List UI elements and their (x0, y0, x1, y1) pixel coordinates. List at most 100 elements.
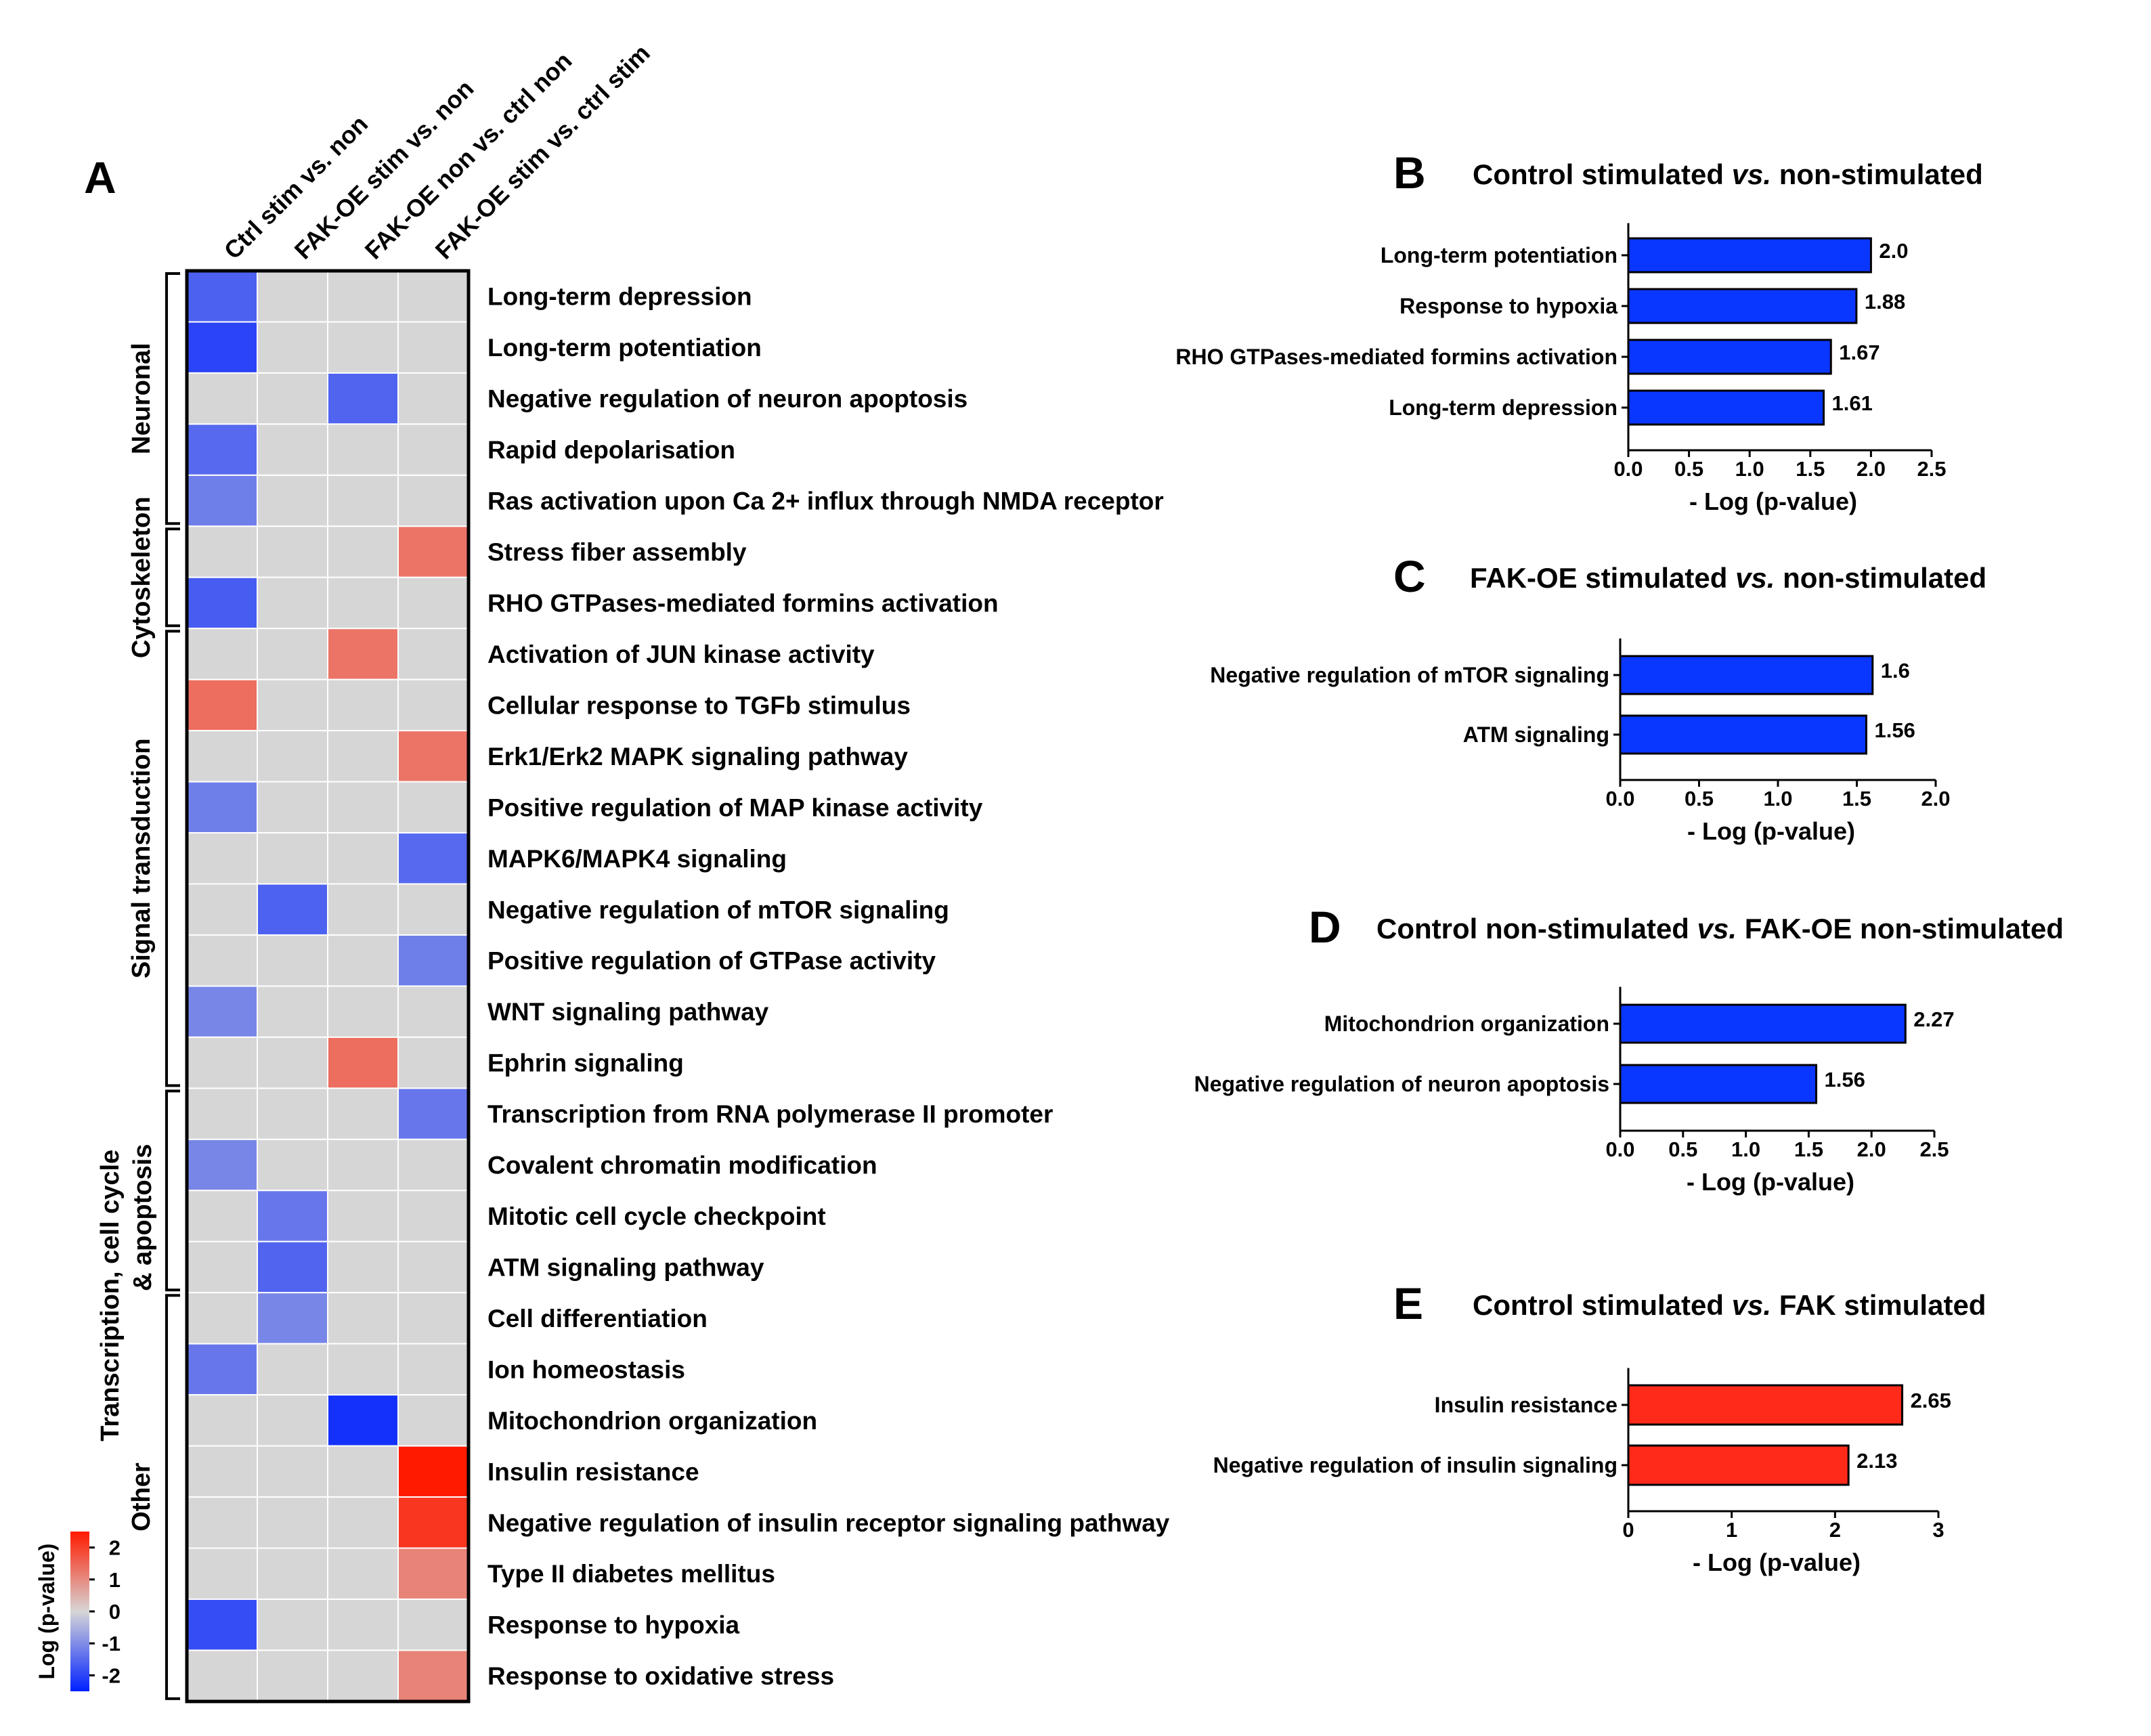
panel-title-part: Control stimulated (1473, 1289, 1732, 1321)
bar-value-label: 1.88 (1865, 290, 1905, 313)
heatmap-row-label: Mitochondrion organization (487, 1407, 817, 1435)
heatmap-cell (397, 832, 469, 885)
heatmap-cell (186, 781, 258, 834)
heatmap-row-label: Covalent chromatin modification (487, 1152, 877, 1179)
bar (1627, 339, 1832, 375)
heatmap-row-label: Long-term depression (487, 283, 752, 311)
heatmap-cell (257, 372, 328, 425)
heatmap-row-label: Ras activation upon Ca 2+ influx through… (487, 487, 1164, 515)
heatmap-cell (186, 628, 258, 680)
x-tick-label: 1.5 (1796, 457, 1825, 481)
heatmap-row-label: Mitotic cell cycle checkpoint (487, 1202, 826, 1230)
heatmap-row-label: ATM signaling pathway (487, 1253, 764, 1281)
colorbar-title: Log (p-value) (35, 1544, 59, 1680)
panel-title: Control non-stimulated vs. FAK-OE non-st… (1376, 913, 2064, 945)
panel-title-part: FAK stimulated (1771, 1289, 1986, 1321)
bar-value-label: 1.56 (1874, 718, 1915, 742)
panel-title: Control stimulated vs. non-stimulated (1473, 158, 1983, 190)
heatmap-cell (186, 576, 258, 630)
heatmap-cell (397, 1240, 469, 1294)
heatmap-cell (397, 423, 469, 476)
group-label: Signal transduction (127, 738, 156, 978)
x-tick-label: 0.0 (1613, 457, 1643, 481)
x-axis-title: - Log (p-value) (1689, 487, 1857, 515)
heatmap-cell (397, 678, 469, 732)
heatmap-cell (327, 678, 399, 732)
colorbar-ticks: 210-1-2 (89, 1536, 121, 1687)
heatmap-cell (397, 883, 469, 936)
bar-category-label: Long-term depression (1389, 395, 1617, 420)
x-tick-label: 1.5 (1842, 787, 1871, 810)
heatmap-cell (397, 628, 469, 680)
heatmap-row-label: Activation of JUN kinase activity (487, 641, 875, 668)
heatmap-cell (327, 321, 399, 374)
x-tick-label: 0.0 (1605, 1137, 1634, 1161)
bar-category-label: ATM signaling (1463, 722, 1609, 747)
heatmap-cell (327, 372, 399, 425)
heatmap-cell (397, 1343, 469, 1396)
heatmap-cell (327, 1240, 399, 1294)
heatmap-cell (257, 1598, 328, 1651)
heatmap-row-label: Positive regulation of GTPase activity (487, 947, 936, 975)
heatmap-row-label: Cellular response to TGFb stimulus (487, 691, 911, 719)
heatmap-cell (257, 1496, 328, 1549)
heatmap-row-label: Negative regulation of neuron apoptosis (487, 385, 968, 413)
heatmap-cell (257, 985, 328, 1038)
heatmap-cell (257, 1087, 328, 1140)
heatmap-cell (397, 1394, 469, 1447)
heatmap-row-label: Rapid depolarisation (487, 436, 735, 464)
heatmap-cell (186, 1190, 258, 1242)
bar-category-label: RHO GTPases-mediated formins activation (1175, 345, 1617, 369)
heatmap-cell (257, 934, 328, 987)
heatmap-row-label: RHO GTPases-mediated formins activation (487, 589, 999, 617)
heatmap-cell (327, 1496, 399, 1549)
heatmap-cell (327, 934, 399, 987)
heatmap-cell (257, 1547, 328, 1600)
panel-letter: C (1393, 551, 1426, 601)
heatmap-cell (397, 1190, 469, 1242)
bar (1619, 1064, 1818, 1104)
panel-a-letter: A (84, 152, 116, 202)
heatmap-cell (397, 1496, 469, 1549)
heatmap-cell (327, 730, 399, 783)
heatmap-cell (327, 1598, 399, 1651)
panel-letter: B (1393, 148, 1426, 198)
heatmap-cell (257, 1394, 328, 1447)
panel-title: Control stimulated vs. FAK stimulated (1473, 1289, 1986, 1321)
bar (1619, 1003, 1907, 1044)
bar-value-label: 2.65 (1911, 1389, 1951, 1412)
bar-category-label: Negative regulation of insulin signaling (1213, 1453, 1617, 1477)
heatmap-cell (327, 1087, 399, 1140)
panel-letter: D (1309, 902, 1341, 952)
heatmap-row-label: Cell differentiation (487, 1305, 708, 1332)
colorbar: 210-1-2 Log (p-value) (35, 1532, 121, 1691)
heatmap-border (185, 269, 471, 1704)
heatmap-cell (186, 678, 258, 732)
x-tick-label: 3 (1932, 1518, 1944, 1542)
bar (1627, 1444, 1850, 1486)
heatmap-cell (397, 1547, 469, 1600)
heatmap-cell (397, 985, 469, 1038)
heatmap-cell (257, 832, 328, 885)
panel-title-vs: vs. (1697, 913, 1737, 945)
heatmap-cell (327, 576, 399, 630)
x-tick-label: 2.0 (1856, 457, 1886, 481)
heatmap-cell (257, 525, 328, 578)
bar (1619, 714, 1867, 755)
colorbar-tick-label: -2 (102, 1664, 121, 1687)
heatmap-cell (397, 321, 469, 374)
heatmap-cells (186, 270, 469, 1702)
x-tick-label: 1 (1726, 1518, 1737, 1542)
heatmap-cell (257, 474, 328, 527)
heatmap-row-label: Type II diabetes mellitus (487, 1560, 775, 1588)
x-tick-label: 2 (1829, 1518, 1841, 1542)
bar-panel-d: D Control non-stimulated vs. FAK-OE non-s… (1194, 902, 2064, 1196)
heatmap-cell (397, 1649, 469, 1702)
x-axis-title: - Log (p-value) (1687, 817, 1855, 845)
heatmap-cell (186, 1547, 258, 1600)
heatmap-cell (186, 934, 258, 987)
heatmap-cell (257, 1138, 328, 1192)
bar (1627, 1384, 1904, 1426)
